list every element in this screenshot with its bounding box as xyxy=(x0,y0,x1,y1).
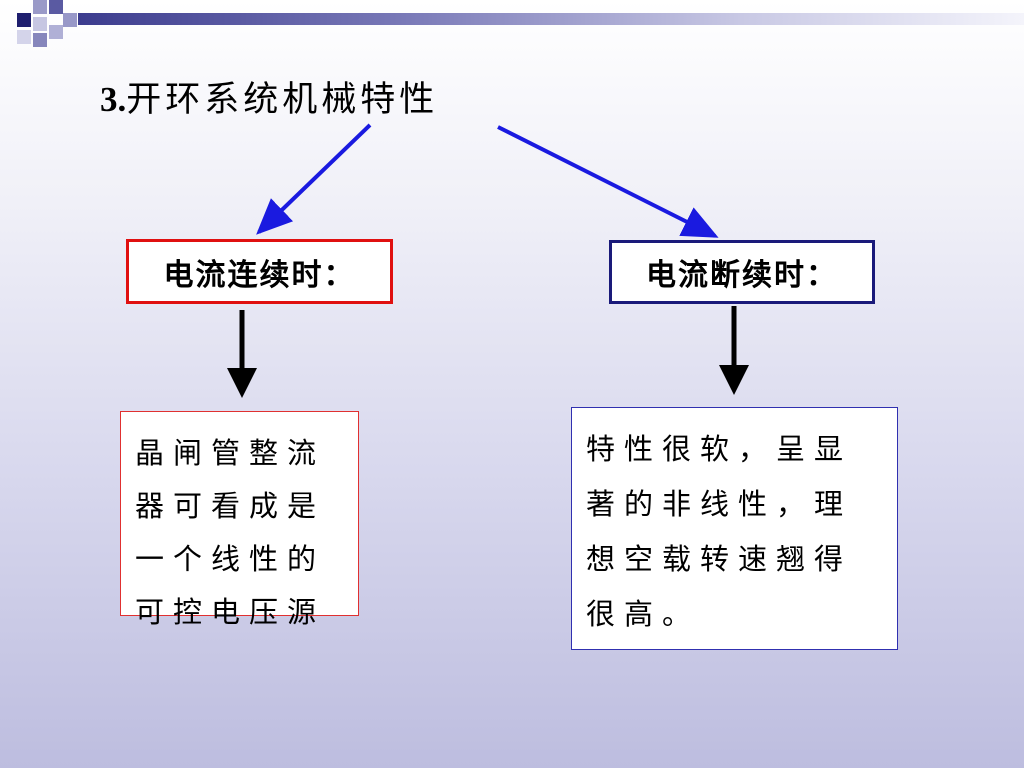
description-line: 一个线性的 xyxy=(135,542,326,576)
title-number: 3. xyxy=(100,80,127,119)
deco-square xyxy=(17,30,31,44)
description-line: 特性很软，呈显 xyxy=(586,432,853,466)
deco-square xyxy=(63,13,77,27)
arrow-to-left-branch xyxy=(256,123,372,235)
discontinuous-current-description: 特性很软，呈显 著的非线性，理 想空载转速翘得 很高。 xyxy=(571,407,898,650)
deco-square xyxy=(49,25,63,39)
title-text: 开环系统机械特性 xyxy=(126,80,439,120)
description-line: 器可看成是 xyxy=(135,489,326,523)
header-decoration xyxy=(0,0,1024,50)
deco-square xyxy=(33,0,47,14)
description-line: 可控电压源 xyxy=(135,595,326,629)
description-line: 很高。 xyxy=(586,597,701,631)
discontinuous-current-label-box: 电流断续时： xyxy=(609,240,875,304)
arrow-to-right-branch xyxy=(497,125,719,238)
description-line: 著的非线性，理 xyxy=(586,487,853,521)
description-line: 想空载转速翘得 xyxy=(586,542,853,576)
description-line: 晶闸管整流 xyxy=(135,436,326,470)
deco-square xyxy=(17,13,31,27)
deco-square xyxy=(49,0,63,14)
header-gradient-bar xyxy=(78,13,1024,25)
discontinuous-current-label: 电流断续时： xyxy=(646,258,838,293)
continuous-current-description: 晶闸管整流 器可看成是 一个线性的 可控电压源 xyxy=(120,411,359,629)
continuous-current-label-box: 电流连续时： xyxy=(126,239,393,304)
slide-title: 3.开环系统机械特性 xyxy=(100,75,438,125)
deco-square xyxy=(33,17,47,31)
deco-square xyxy=(33,33,47,47)
continuous-current-label: 电流连续时： xyxy=(163,257,356,293)
